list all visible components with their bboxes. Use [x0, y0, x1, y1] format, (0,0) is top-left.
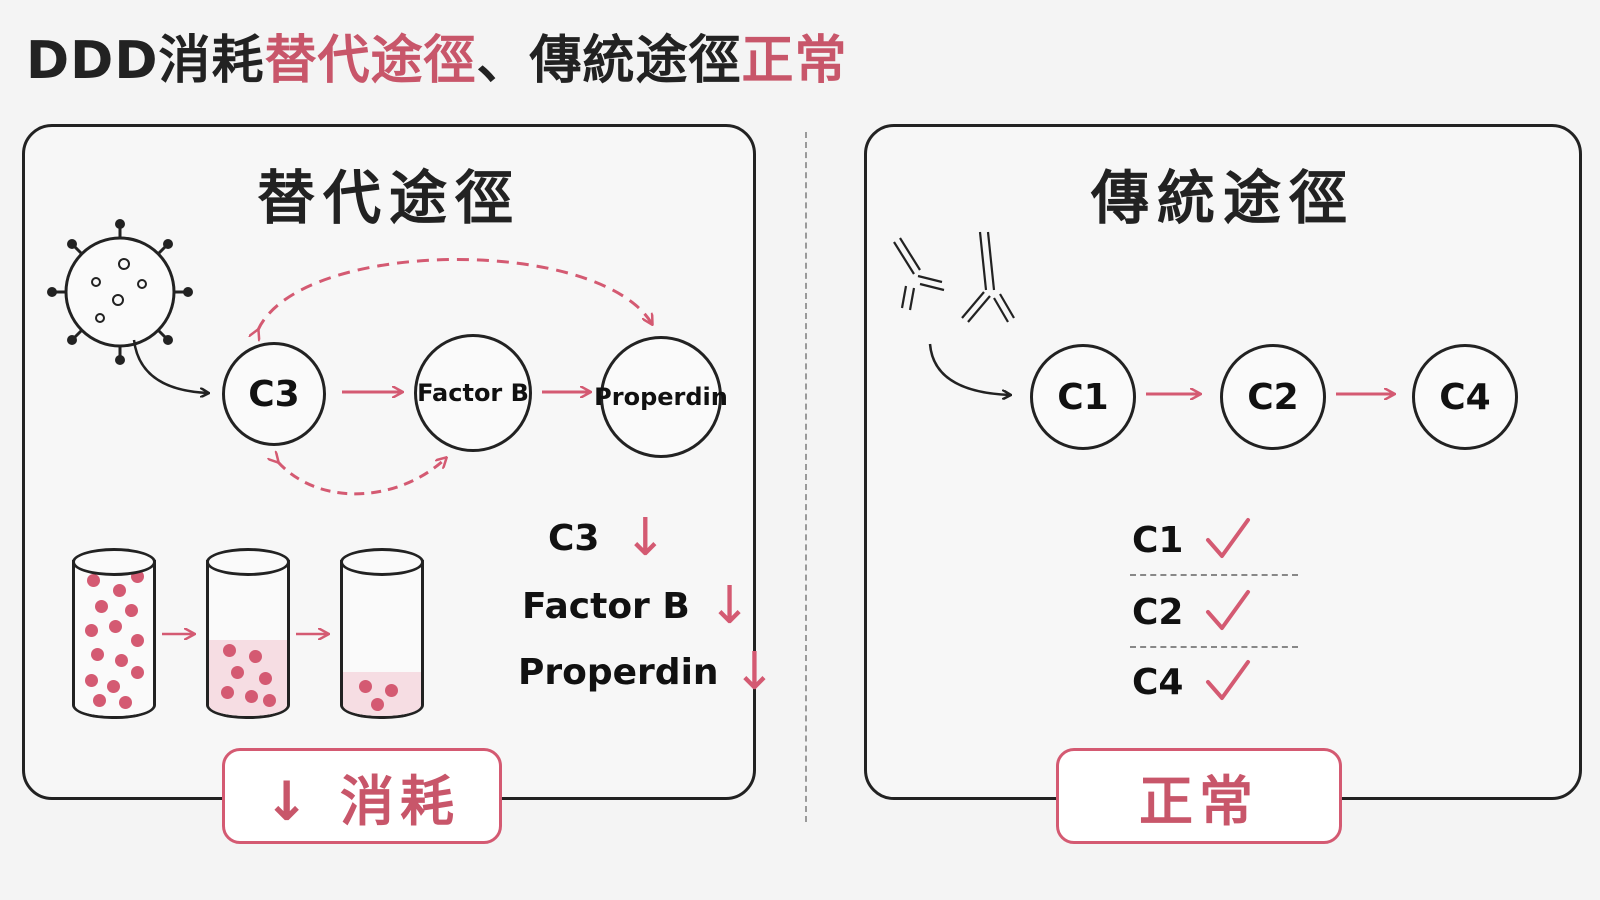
- antibody-icon: [893, 231, 1015, 323]
- decrease-label: C3: [548, 517, 600, 559]
- row-separator: [1130, 646, 1298, 648]
- check-icon: [1206, 590, 1250, 630]
- normal-badge: 正常: [1056, 748, 1342, 844]
- alternative-pathway-title: 替代途徑: [256, 164, 521, 232]
- down-arrow-icon: ↓: [623, 508, 668, 568]
- down-arrow-icon: ↓: [732, 642, 777, 702]
- normal-row-c2: C2: [1110, 588, 1294, 640]
- decrease-label: Properdin: [518, 651, 719, 693]
- page-title: DDD消耗替代途徑、傳統途徑正常: [26, 18, 848, 93]
- node-properdin: Properdin: [594, 336, 728, 458]
- node-c1: C1: [1030, 344, 1136, 450]
- tube-low-rim: [340, 548, 424, 576]
- tube-low: [340, 560, 424, 719]
- node-label: Factor B: [417, 379, 529, 407]
- tube-full-rim: [72, 548, 156, 576]
- tube-full: [72, 560, 156, 719]
- node-label: C1: [1057, 376, 1109, 418]
- normal-label: C4: [1132, 662, 1184, 703]
- node-factor-b: Factor B: [414, 334, 532, 452]
- pathogen-icon: [47, 219, 193, 365]
- node-c2: C2: [1220, 344, 1326, 450]
- node-label: C2: [1247, 376, 1299, 418]
- down-arrow-icon: ↓: [707, 576, 752, 636]
- normal-row-c1: C1: [1110, 516, 1294, 568]
- classical-pathway-title: 傳統途徑: [1090, 164, 1355, 232]
- title-prefix: DDD消耗: [26, 31, 265, 91]
- normal-label: C2: [1132, 592, 1184, 633]
- decrease-row-c3: C3 ↓: [548, 512, 667, 564]
- check-icon: [1206, 660, 1250, 700]
- decrease-row-factor-b: Factor B ↓: [522, 580, 751, 632]
- node-label: C3: [248, 373, 300, 415]
- decrease-label: Factor B: [522, 585, 690, 627]
- consumption-badge: ↓ 消耗: [222, 748, 502, 844]
- title-alt-pathway: 替代途徑: [264, 31, 477, 91]
- normal-row-c4: C4: [1110, 658, 1294, 710]
- decrease-row-properdin: Properdin ↓: [518, 646, 776, 698]
- title-normal: 正常: [741, 31, 848, 91]
- row-separator: [1130, 574, 1298, 576]
- normal-label: C1: [1132, 520, 1184, 561]
- classical-pathway-panel: 傳統途徑: [864, 124, 1582, 800]
- node-label: Properdin: [594, 383, 728, 411]
- tube-half: [206, 560, 290, 719]
- node-c3: C3: [222, 342, 326, 446]
- center-divider: [805, 132, 807, 822]
- node-c4: C4: [1412, 344, 1518, 450]
- node-label: C4: [1439, 376, 1491, 418]
- check-icon: [1206, 518, 1250, 558]
- title-mid: 、傳統途徑: [476, 31, 742, 91]
- tube-half-rim: [206, 548, 290, 576]
